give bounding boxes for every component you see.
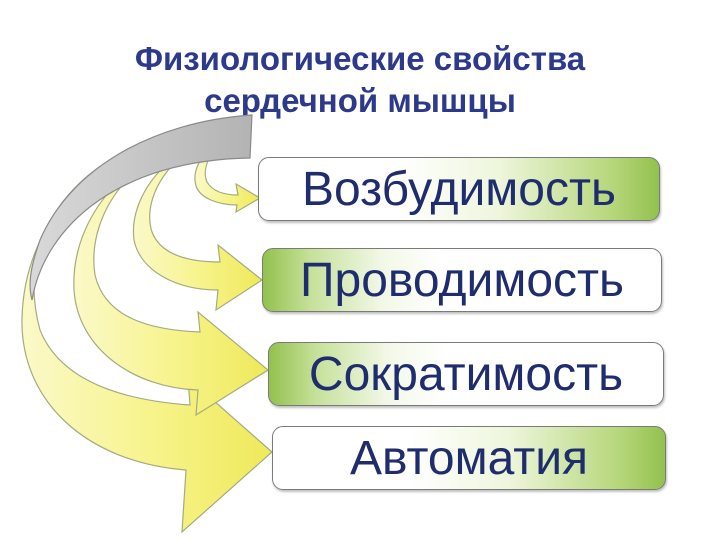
title-line-1: Физиологические свойства [134,40,586,77]
arrow-to-sokratimost [73,121,270,417]
title-line-2: сердечной мышцы [204,82,516,119]
diagram-title: Физиологические свойства сердечной мышцы [60,38,660,122]
property-label: Сократимость [308,347,624,401]
property-box-sokratimost: Сократимость [268,342,664,406]
property-box-provodimost: Проводимость [262,248,662,312]
property-label: Возбудимость [302,162,616,216]
property-box-avtomatiya: Автоматия [272,426,666,490]
header-band [29,114,253,301]
property-label: Проводимость [300,253,624,307]
property-label: Автоматия [349,431,589,485]
property-box-vozbudimost: Возбудимость [258,157,660,221]
